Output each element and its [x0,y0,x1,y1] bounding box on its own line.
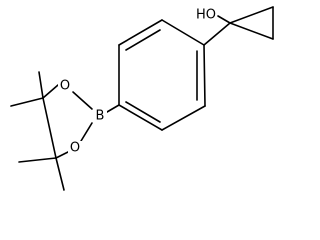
oxygen-bottom-label: O [70,141,80,156]
benzene-ring [118,19,206,131]
methyl-groups [10,71,65,191]
methyl-c1-left [10,97,44,107]
bond-ar5-ar6 [118,19,163,46]
methyl-c2-down [55,157,65,191]
bond-ar3-ar4 [118,104,163,131]
methyl-c2-left [18,157,57,163]
bond-cp-aryl [203,22,231,46]
bond-cp1-cp2 [229,6,274,24]
boron-label: B [96,109,105,124]
bond-ar2-ar3 [161,105,206,131]
atom-labels: HO B O O [58,8,217,156]
bond-c1-c2 [42,97,57,159]
hydroxyl-label: HO [196,8,216,23]
methyl-c1-up [38,71,44,99]
bond-cp3-cp1 [229,22,274,40]
bond-ar1-ar2 [203,44,206,107]
double-bond-inner-bottom-left [125,101,161,123]
bond-o-top-c1 [42,84,59,99]
bond-aryl-boron [106,104,120,113]
double-bond-inner-top [125,29,161,51]
bond-o-bottom-c2 [55,151,69,159]
bond-ar6-ar1 [161,19,205,46]
dioxaborolane-ring [42,84,93,159]
bond-b-o-top [72,91,93,110]
cyclopropane-ring [229,6,274,40]
bond-c-oh [217,15,231,24]
chemical-structure-diagram: HO B O O [10,6,274,191]
bond-b-o-bottom [80,122,93,142]
oxygen-top-label: O [60,79,70,94]
